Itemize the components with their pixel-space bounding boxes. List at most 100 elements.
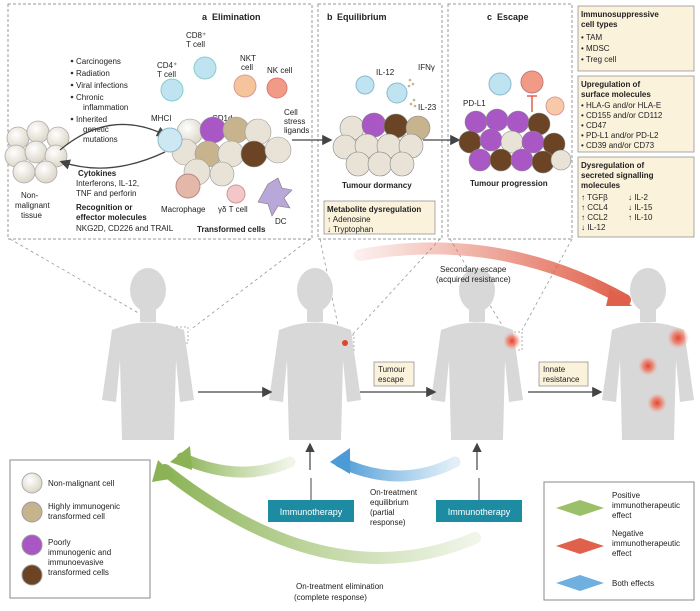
svg-text:(complete response): (complete response)	[294, 593, 367, 602]
svg-text:↑ Adenosine: ↑ Adenosine	[327, 215, 371, 224]
svg-text:Carcinogens: Carcinogens	[76, 57, 121, 66]
legend-swatch-immunogenic	[21, 501, 43, 523]
metastasis-spot-2	[638, 356, 658, 376]
svg-text:DC: DC	[275, 217, 287, 226]
svg-text:γδ T cell: γδ T cell	[218, 205, 248, 214]
svg-text:Metabolite dysregulation: Metabolite dysregulation	[327, 205, 421, 214]
svg-text:TNF and perforin: TNF and perforin	[76, 189, 136, 198]
svg-text:Both effects: Both effects	[612, 579, 654, 588]
escape-nk-cell	[520, 70, 544, 94]
svg-text:effector molecules: effector molecules	[76, 213, 147, 222]
svg-text:molecules: molecules	[581, 181, 621, 190]
panel-b-letter: b	[327, 12, 333, 22]
svg-text:(partial: (partial	[370, 508, 395, 517]
transformation-arrow	[59, 123, 168, 151]
tumour-progression-cluster	[458, 108, 572, 174]
svg-text:T cell: T cell	[186, 40, 205, 49]
equilibrium-immune-cell-2	[386, 82, 408, 104]
svg-text:NKG2D, CD226 and TRAIL: NKG2D, CD226 and TRAIL	[76, 224, 174, 233]
green-arrow-complete	[159, 464, 481, 565]
immune-cells-panel-a	[160, 56, 288, 102]
svg-text:IFNγ: IFNγ	[418, 63, 435, 72]
innate-resistance-note	[538, 361, 589, 387]
dendritic-cell	[257, 177, 293, 217]
cytokine-dots	[407, 78, 417, 108]
human-silhouette-2	[269, 268, 361, 440]
svg-text:↓ IL-12: ↓ IL-12	[581, 223, 606, 232]
svg-text:Secondary escape: Secondary escape	[440, 265, 507, 274]
tumour-escape-note	[373, 361, 415, 387]
svg-text:IL-12: IL-12	[376, 68, 395, 77]
svg-text:On-treatment elimination: On-treatment elimination	[296, 582, 384, 591]
legend-swatch-nonmalignant	[21, 472, 43, 494]
equilibrium-immune-cell-1	[355, 75, 375, 95]
svg-text:effect: effect	[612, 549, 632, 558]
svg-text:secreted signalling: secreted signalling	[581, 171, 654, 180]
immunosuppressive-note	[577, 5, 695, 72]
svg-text:• MDSC: • MDSC	[581, 44, 610, 53]
svg-text:↑ CCL4: ↑ CCL4	[581, 203, 608, 212]
legend-arrow-positive	[556, 500, 604, 516]
svg-text:IL-23: IL-23	[418, 103, 437, 112]
svg-text:On-treatment: On-treatment	[370, 488, 418, 497]
svg-text:↓ IL-2: ↓ IL-2	[628, 193, 649, 202]
svg-text:Inherited: Inherited	[76, 115, 107, 124]
svg-text:Chronic: Chronic	[76, 93, 104, 102]
svg-text:• HLA-G and/or HLA-E: • HLA-G and/or HLA-E	[581, 101, 661, 110]
gamma-delta-t-cell	[226, 184, 246, 204]
svg-text:↑ CCL2: ↑ CCL2	[581, 213, 608, 222]
legend-arrow-negative	[556, 538, 604, 554]
svg-text:cell: cell	[241, 63, 253, 72]
svg-text:cell types: cell types	[581, 20, 618, 29]
svg-text:↓ IL-15: ↓ IL-15	[628, 203, 653, 212]
svg-text:resistance: resistance	[543, 375, 580, 384]
transformed-cell-cluster-a	[171, 116, 292, 187]
effect-legend	[543, 481, 695, 601]
svg-text:PD-L1: PD-L1	[463, 99, 486, 108]
svg-text:Non-malignant cell: Non-malignant cell	[48, 479, 114, 488]
green-arrow-partial	[176, 452, 296, 478]
svg-text:Immunosuppressive: Immunosuppressive	[581, 10, 659, 19]
panel-c-title: Escape	[497, 12, 529, 22]
svg-text:Positive: Positive	[612, 491, 641, 500]
legend-arrow-both	[556, 575, 604, 591]
elimination-arrow	[59, 151, 166, 170]
metabolite-note	[323, 200, 436, 235]
svg-text:Tumour progression: Tumour progression	[470, 179, 548, 188]
svg-text:• CD39 and/or CD73: • CD39 and/or CD73	[581, 141, 655, 150]
svg-text:Macrophage: Macrophage	[161, 205, 206, 214]
immunotherapy-badge-2	[436, 500, 522, 522]
svg-text:Transformed cells: Transformed cells	[197, 225, 266, 234]
metastasis-spot-1	[667, 327, 689, 349]
svg-text:CD4⁺: CD4⁺	[157, 61, 177, 70]
blue-arrow-equilibrium	[334, 456, 461, 482]
escape-suppressor-cell	[545, 96, 565, 116]
svg-text:ligands: ligands	[284, 126, 309, 135]
svg-text:Tumour dormancy: Tumour dormancy	[342, 181, 412, 190]
svg-text:Viral infections: Viral infections	[76, 81, 128, 90]
svg-text:Radiation: Radiation	[76, 69, 110, 78]
svg-text:Poorly: Poorly	[48, 538, 71, 547]
svg-text:↓ Tryptophan: ↓ Tryptophan	[327, 225, 373, 234]
svg-text:Tumour: Tumour	[378, 365, 406, 374]
svg-text:(acquired resistance): (acquired resistance)	[436, 275, 511, 284]
escape-t-cell	[488, 72, 512, 96]
tumour-spot-small	[342, 340, 348, 346]
svg-text:immunogenic and: immunogenic and	[48, 548, 111, 557]
legend-swatch-poorly-immunogenic	[21, 534, 43, 556]
svg-text:surface molecules: surface molecules	[581, 90, 651, 99]
svg-text:• CD155 and/or CD112: • CD155 and/or CD112	[581, 111, 663, 120]
svg-text:• TAM: • TAM	[581, 33, 603, 42]
svg-text:Immunotherapy: Immunotherapy	[280, 507, 343, 517]
svg-text:transformed cells: transformed cells	[48, 568, 109, 577]
svg-text:Upregulation of: Upregulation of	[581, 80, 640, 89]
svg-text:Cytokines: Cytokines	[78, 169, 117, 178]
svg-text:CD1d: CD1d	[212, 114, 232, 123]
metastasis-spot-3	[647, 393, 667, 413]
panel-a-letter: a	[202, 12, 208, 22]
svg-text:inflammation: inflammation	[83, 103, 128, 112]
svg-text:Non-: Non-	[21, 191, 39, 200]
svg-text:immunotherapeutic: immunotherapeutic	[612, 501, 680, 510]
svg-text:NK cell: NK cell	[267, 66, 293, 75]
svg-text:mutations: mutations	[83, 135, 118, 144]
